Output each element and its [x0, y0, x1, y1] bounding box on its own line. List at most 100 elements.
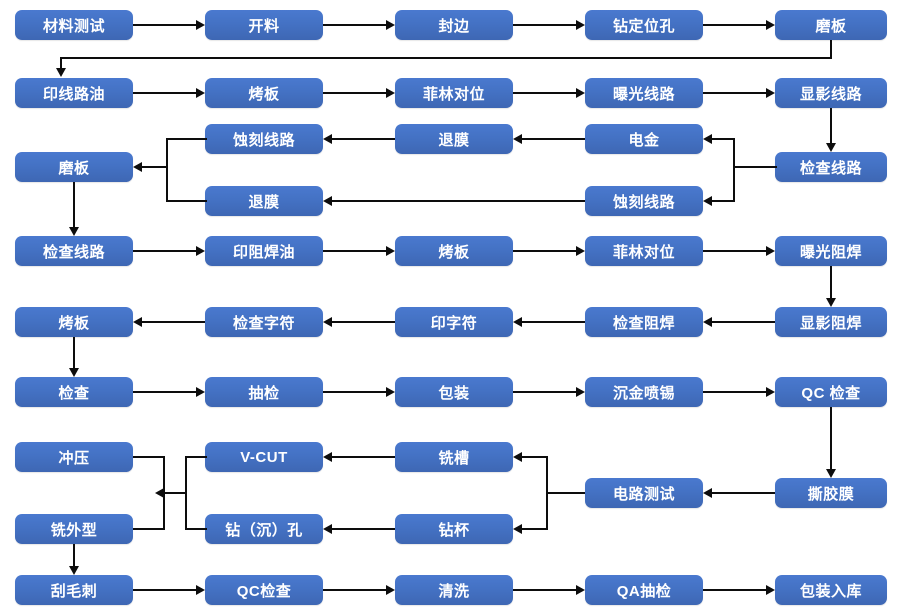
process-node-n37[interactable]: 电路测试 — [585, 478, 703, 508]
process-node-n11[interactable]: 蚀刻线路 — [205, 124, 323, 154]
process-node-label: 钻定位孔 — [612, 17, 675, 35]
process-node-n10[interactable]: 显影线路 — [775, 78, 887, 108]
process-node-n13[interactable]: 电金 — [585, 124, 703, 154]
process-node-n05[interactable]: 磨板 — [775, 10, 887, 40]
edge-n22-n27 — [830, 266, 832, 298]
process-node-label: 封边 — [438, 17, 470, 35]
process-node-n38[interactable]: 铣外型 — [15, 514, 133, 544]
process-node-n21[interactable]: 菲林对位 — [585, 236, 703, 266]
arrowhead-n32-n36 — [826, 469, 836, 478]
arrowhead-n29-n30 — [386, 387, 395, 397]
edge-n05-wrap-down — [830, 40, 832, 58]
process-node-n25[interactable]: 印字符 — [395, 307, 513, 337]
process-node-label: 钻（沉）孔 — [225, 521, 303, 539]
process-node-n27[interactable]: 显影阻焊 — [775, 307, 887, 337]
arrowhead-n41-n42 — [196, 585, 205, 595]
process-node-n20[interactable]: 烤板 — [395, 236, 513, 266]
arrowhead-n06-n07 — [196, 88, 205, 98]
edge-n39-merge — [185, 528, 207, 530]
process-node-label: 烤板 — [438, 243, 470, 261]
process-node-label: QA抽检 — [616, 582, 672, 600]
edge-n12-n11 — [332, 138, 395, 140]
process-node-n02[interactable]: 开料 — [205, 10, 323, 40]
process-node-n41[interactable]: 刮毛刺 — [15, 575, 133, 605]
process-node-label: 显影阻焊 — [799, 314, 862, 332]
arrowhead-n02-n03 — [386, 20, 395, 30]
process-node-label: 铣槽 — [438, 449, 470, 467]
edge-merge-bus-to-n15 — [166, 138, 168, 202]
process-node-label: V-CUT — [240, 448, 288, 466]
edge-leftsplit-to-n33 — [133, 456, 165, 458]
process-node-n18[interactable]: 检查线路 — [15, 236, 133, 266]
process-node-label: 菲林对位 — [422, 85, 485, 103]
arrowhead-n04-n05 — [766, 20, 775, 30]
process-node-n32[interactable]: QC 检查 — [775, 377, 887, 407]
arrowhead-n31-n32 — [766, 387, 775, 397]
process-node-label: 冲压 — [58, 449, 90, 467]
arrowhead-merge-n15 — [133, 162, 142, 172]
process-node-n15[interactable]: 磨板 — [15, 152, 133, 182]
process-node-n19[interactable]: 印阻焊油 — [205, 236, 323, 266]
process-node-label: 菲林对位 — [612, 243, 675, 261]
process-node-label: 蚀刻线路 — [232, 131, 295, 149]
process-node-n17[interactable]: 蚀刻线路 — [585, 186, 703, 216]
process-node-label: QC 检查 — [801, 384, 861, 402]
process-node-label: 检查线路 — [42, 243, 105, 261]
process-node-n35[interactable]: 铣槽 — [395, 442, 513, 472]
edge-n27-n26 — [712, 321, 775, 323]
process-node-n40[interactable]: 钻杯 — [395, 514, 513, 544]
process-node-n43[interactable]: 清洗 — [395, 575, 513, 605]
process-node-n24[interactable]: 检查字符 — [205, 307, 323, 337]
process-node-n44[interactable]: QA抽检 — [585, 575, 703, 605]
process-node-label: 电金 — [628, 131, 660, 149]
process-node-n29[interactable]: 抽检 — [205, 377, 323, 407]
edge-n14-to-n13 — [712, 138, 735, 140]
process-node-label: 铣外型 — [50, 521, 98, 539]
process-node-n34[interactable]: V-CUT — [205, 442, 323, 472]
process-node-n03[interactable]: 封边 — [395, 10, 513, 40]
process-node-n31[interactable]: 沉金喷锡 — [585, 377, 703, 407]
process-node-n12[interactable]: 退膜 — [395, 124, 513, 154]
edge-n14-split-bus — [733, 138, 735, 200]
process-node-n07[interactable]: 烤板 — [205, 78, 323, 108]
edge-n25-n24 — [332, 321, 395, 323]
process-node-n09[interactable]: 曝光线路 — [585, 78, 703, 108]
edge-n34-merge — [185, 456, 207, 458]
process-node-n01[interactable]: 材料测试 — [15, 10, 133, 40]
process-node-n42[interactable]: QC检查 — [205, 575, 323, 605]
process-node-n26[interactable]: 检查阻焊 — [585, 307, 703, 337]
edge-n24-n23 — [142, 321, 205, 323]
process-node-n16[interactable]: 退膜 — [205, 186, 323, 216]
process-node-n04[interactable]: 钻定位孔 — [585, 10, 703, 40]
process-node-n22[interactable]: 曝光阻焊 — [775, 236, 887, 266]
edge-n08-n09 — [513, 92, 576, 94]
process-node-label: 刮毛刺 — [50, 582, 98, 600]
edge-n18-n19 — [133, 250, 196, 252]
arrowhead-n18-n19 — [196, 246, 205, 256]
arrowhead-n19-n20 — [386, 246, 395, 256]
process-node-label: 电路测试 — [612, 485, 675, 503]
process-node-n33[interactable]: 冲压 — [15, 442, 133, 472]
process-node-n23[interactable]: 烤板 — [15, 307, 133, 337]
edge-n20-n21 — [513, 250, 576, 252]
edge-merge-to-n15 — [142, 166, 168, 168]
edge-n36-n37 — [712, 492, 775, 494]
process-node-n30[interactable]: 包装 — [395, 377, 513, 407]
process-node-n39[interactable]: 钻（沉）孔 — [205, 514, 323, 544]
process-node-n28[interactable]: 检查 — [15, 377, 133, 407]
process-node-n06[interactable]: 印线路油 — [15, 78, 133, 108]
edge-n19-n20 — [323, 250, 386, 252]
process-node-n36[interactable]: 撕胶膜 — [775, 478, 887, 508]
process-node-n45[interactable]: 包装入库 — [775, 575, 887, 605]
edge-n01-n02 — [133, 24, 196, 26]
process-node-n08[interactable]: 菲林对位 — [395, 78, 513, 108]
arrowhead-n20-n21 — [576, 246, 585, 256]
edge-n42-n43 — [323, 589, 386, 591]
process-node-n14[interactable]: 检查线路 — [775, 152, 887, 182]
edge-n06-n07 — [133, 92, 196, 94]
edge-n40-n39 — [332, 528, 395, 530]
process-node-label: 烤板 — [248, 85, 280, 103]
process-node-label: 磨板 — [58, 159, 90, 177]
arrowhead-n23-n28 — [69, 368, 79, 377]
